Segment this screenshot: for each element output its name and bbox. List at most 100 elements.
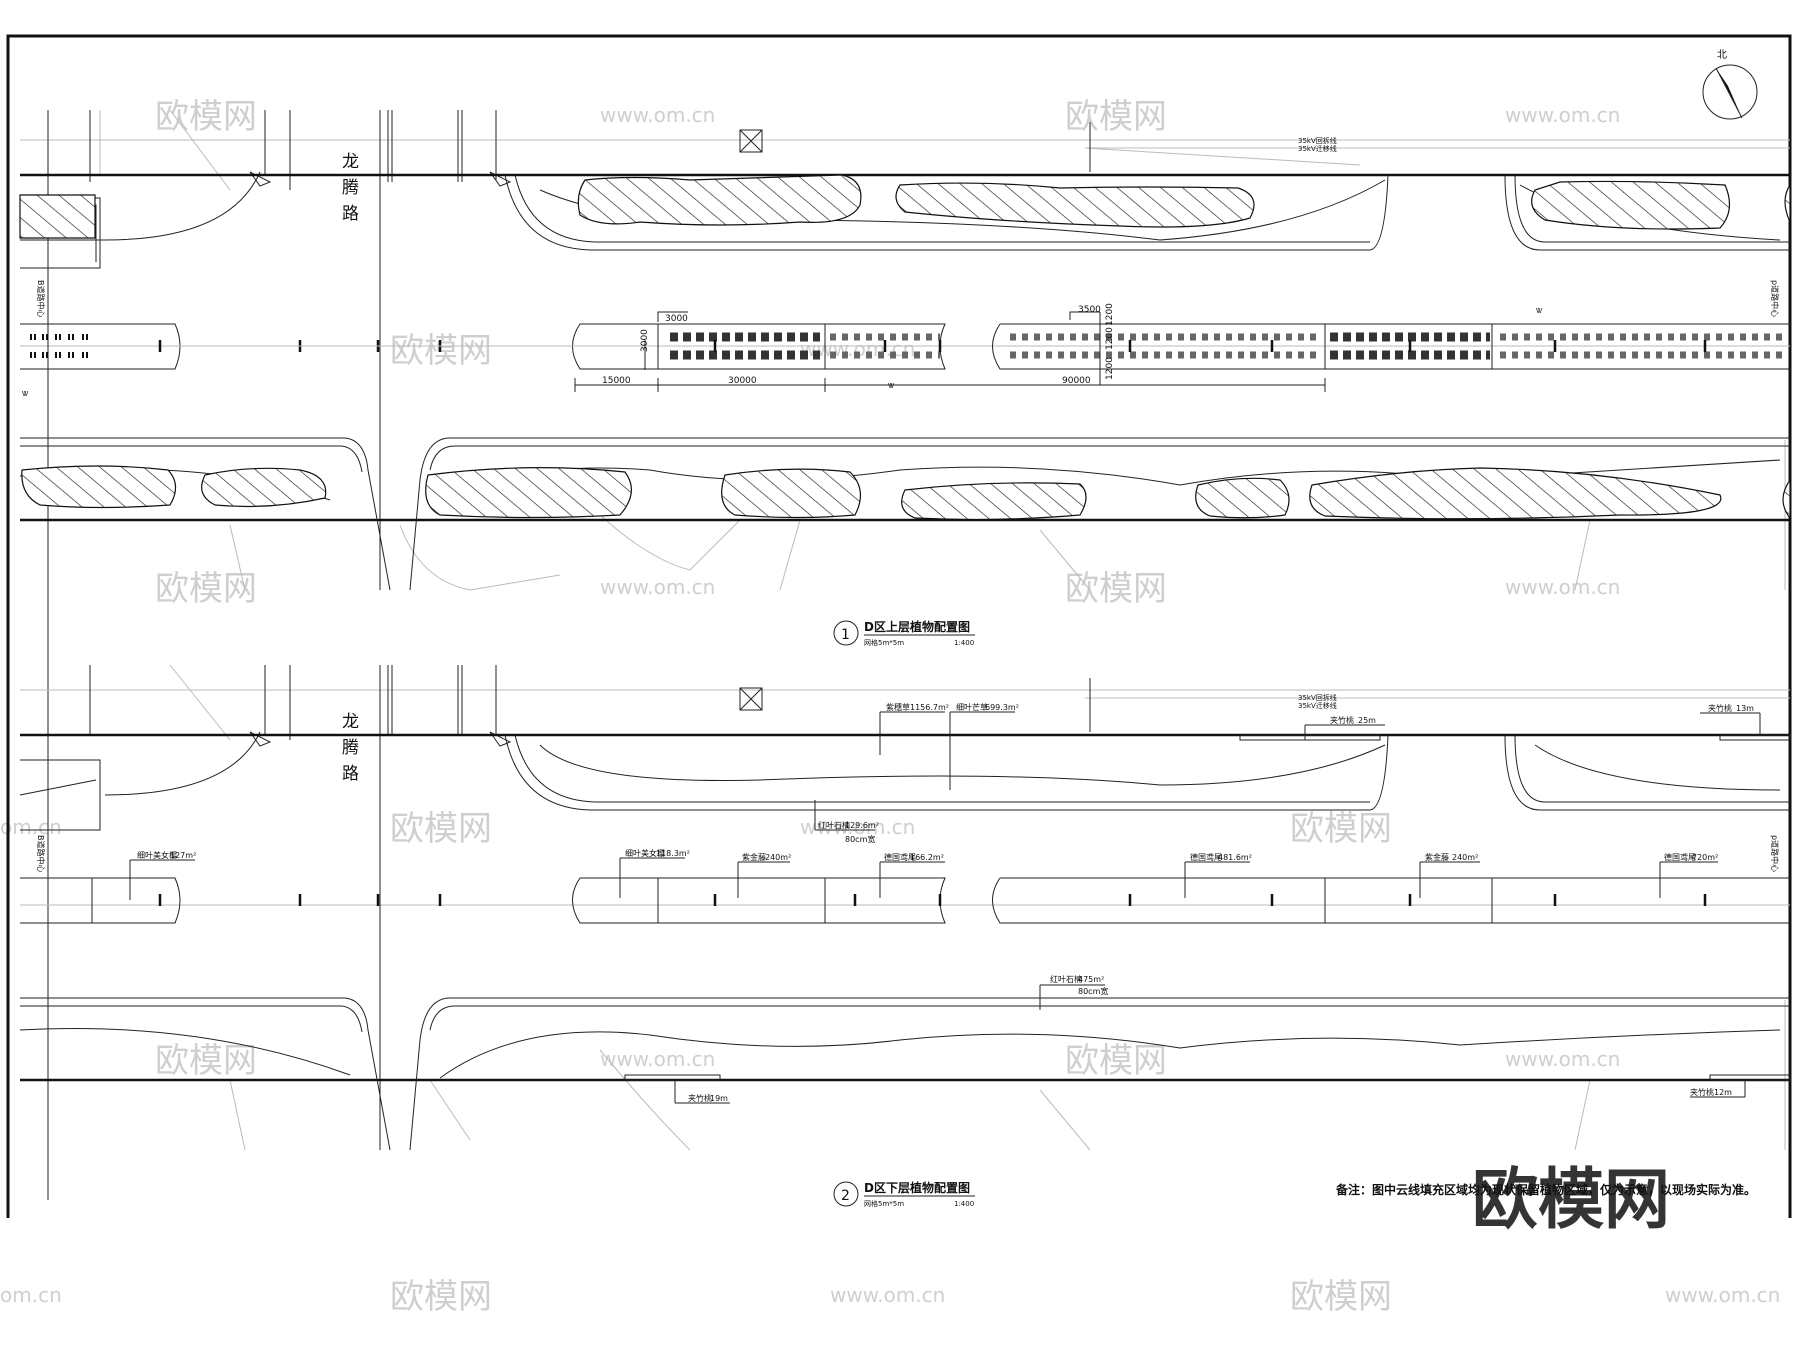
planting-label-width: 80cm宽 — [1078, 986, 1108, 996]
watermark-logo-large: 欧模网 — [1472, 1161, 1670, 1238]
existing-planting-cloud — [1531, 180, 1731, 230]
planting-label-area: 1156.7m² — [910, 703, 949, 712]
dimension-label: 1200 — [1105, 303, 1115, 326]
dimension-label: 30000 — [728, 376, 757, 386]
planting-leaders — [129, 711, 1761, 1104]
power-line-label: 35kV回拆线 — [1298, 693, 1337, 702]
planting-label-area: 475m² — [1078, 975, 1104, 984]
road-name-char: 路 — [342, 204, 359, 224]
watermark-logo: 欧模网 — [155, 569, 257, 609]
road-name-char: 龙 — [342, 152, 359, 172]
dimension-label: 3500 — [1078, 305, 1101, 315]
road-name-char: 路 — [342, 764, 359, 784]
lower-plan: 龙 腾 路 35kV回拆线 35kV迁移线 B道路中心 p道路中心 — [19, 664, 1791, 1208]
watermark-url: www.om.cn — [600, 575, 715, 599]
plan-scale: 1:400 — [954, 1200, 974, 1208]
planting-label-area: 118.3m² — [656, 849, 690, 858]
small-mark: Ꮤ — [887, 382, 895, 390]
north-label: 北 — [1717, 49, 1727, 61]
planting-label-area: 720m² — [1692, 853, 1718, 862]
grid-note: 网格5m*5m — [864, 1199, 904, 1208]
existing-planting-cloud — [19, 194, 96, 239]
existing-planting-cloud — [895, 182, 1255, 228]
planting-label-width: 80cm宽 — [845, 834, 875, 844]
planting-label-area: 129.6m² — [845, 821, 879, 830]
dimension-label: 15000 — [602, 376, 631, 386]
existing-planting-cloud — [1309, 467, 1722, 520]
watermark-url: www.om.cn — [830, 1283, 945, 1307]
existing-planting-cloud — [721, 468, 861, 519]
watermark-logo: 欧模网 — [1065, 97, 1167, 137]
watermark-url: www.om.cn — [800, 815, 915, 839]
plan-number: 2 — [841, 1188, 850, 1204]
road-name-char: 龙 — [342, 712, 359, 732]
dimension-label: 1200 — [1105, 357, 1115, 380]
dimension-label: 90000 — [1062, 376, 1091, 386]
plan-number: 1 — [841, 627, 850, 643]
planting-label-name: 紫穗草 — [886, 702, 910, 712]
plan-scale: 1:400 — [954, 639, 974, 647]
planting-label-area: 166.2m² — [910, 853, 944, 862]
planting-label-area: 240m² — [765, 853, 791, 862]
planting-label-name: 夹竹桃 — [1708, 703, 1732, 713]
plan-title: D区下层植物配置图 — [864, 1180, 970, 1195]
utility-box-symbol — [739, 129, 763, 153]
power-line-label: 35kV迁移线 — [1298, 701, 1337, 710]
planting-label-name: 紫金藤 — [742, 852, 766, 862]
planting-label-area: 13m — [1736, 704, 1754, 713]
sheet-border — [6, 34, 1792, 1218]
watermark-url: www.om.cn — [1665, 1283, 1780, 1307]
plan-title: D区上层植物配置图 — [864, 619, 970, 634]
planting-label-name: 红叶石楠 — [1050, 974, 1082, 984]
existing-planting-cloud — [201, 467, 327, 508]
road-name-char: 腾 — [342, 738, 359, 758]
planting-label-name: 紫金藤 — [1425, 852, 1449, 862]
watermark-url: www.om.cn — [1505, 575, 1620, 599]
planting-label-area: 699.3m² — [985, 703, 1019, 712]
planting-label-name: 细叶美女樱 — [625, 848, 665, 858]
watermark-url-edge: om.cn — [0, 1283, 62, 1307]
dimension-label: 3000 — [665, 314, 688, 324]
side-label: p道路中心 — [1770, 835, 1780, 872]
planting-label-area: 19m — [710, 1094, 728, 1103]
watermark-logo: 欧模网 — [155, 1041, 257, 1081]
existing-planting-cloud — [21, 465, 177, 509]
upper-plan-title: 1 D区上层植物配置图 网格5m*5m 1:400 — [833, 619, 975, 647]
existing-planting-cloud — [577, 174, 862, 226]
side-label: p道路中心 — [1770, 280, 1780, 317]
utility-box-symbol — [739, 687, 763, 711]
watermark-logo: 欧模网 — [155, 97, 257, 137]
planting-label-name: 德国鸢尾 — [1190, 852, 1222, 862]
north-arrow: 北 — [1702, 49, 1758, 120]
watermark-logo: 欧模网 — [1065, 1041, 1167, 1081]
planting-label-name: 夹竹桃 — [1330, 715, 1354, 725]
watermark-logo: 欧模网 — [1290, 809, 1392, 849]
upper-plan: 3000 3000 3500 1200 1200 1200 15000 3000… — [19, 109, 1791, 1200]
planting-label-area: 12m — [1714, 1088, 1732, 1097]
planting-label-name: 德国鸢尾 — [884, 852, 916, 862]
watermark-logo: 欧模网 — [1065, 569, 1167, 609]
power-line-label: 35kV迁移线 — [1298, 144, 1337, 153]
dimension-label: 1200 — [1105, 327, 1115, 350]
side-label: B道路中心 — [36, 835, 46, 873]
watermark-url-edge: om.cn — [0, 815, 62, 839]
existing-planting-cloud — [1195, 477, 1290, 519]
planting-label-name: 夹竹桃 — [688, 1093, 712, 1103]
planting-label-name: 细叶芒草 — [956, 702, 988, 712]
power-line-label: 35kV回拆线 — [1298, 136, 1337, 145]
watermark-url: www.om.cn — [600, 1047, 715, 1071]
watermark-logo: 欧模网 — [1290, 1277, 1392, 1317]
watermark-logo: 欧模网 — [390, 809, 492, 849]
shrub-symbols — [30, 332, 1785, 360]
grid-note: 网格5m*5m — [864, 638, 904, 647]
planting-label-name: 红叶石楠 — [818, 820, 850, 830]
planting-label-area: 127m² — [170, 851, 196, 860]
planting-label-area: 240m² — [1452, 853, 1478, 862]
existing-planting-cloud — [901, 482, 1087, 521]
planting-label-name: 德国鸢尾 — [1664, 852, 1696, 862]
watermark-layer: 欧模网 www.om.cn 欧模网 www.om.cn 欧模网 www.om.c… — [0, 97, 1780, 1317]
planting-label-name: 细叶美女樱 — [137, 850, 177, 860]
lower-plan-title: 2 D区下层植物配置图 网格5m*5m 1:400 — [833, 1180, 975, 1208]
